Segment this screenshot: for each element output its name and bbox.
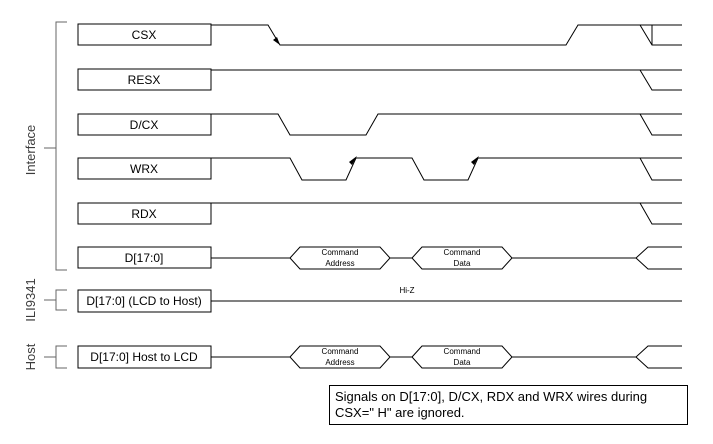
csx-label: CSX	[132, 28, 157, 42]
lcd-to-host-label: D[17:0] (LCD to Host)	[86, 294, 201, 308]
host-to-lcd-label-box: D[17:0] Host to LCD	[77, 345, 212, 369]
resx-label: RESX	[128, 73, 161, 87]
d-bus-address-label: Address	[325, 259, 354, 268]
resx-waveform	[211, 69, 682, 91]
host-group-label: Host	[23, 343, 38, 370]
d-bus-label: D[17:0]	[125, 251, 164, 265]
ignored-signals-note: Signals on D[17:0], D/CX, RDX and WRX wi…	[329, 385, 688, 425]
d-bus-waveform: Command Address Command Data	[211, 246, 682, 270]
d-bus-data-label: Data	[454, 259, 471, 268]
dcx-label: D/CX	[130, 118, 159, 132]
ili9341-group-label: ILI9341	[23, 278, 38, 321]
host-group-bracket	[44, 345, 67, 369]
hiz-label: Hi-Z	[399, 286, 414, 295]
csx-label-box: CSX	[77, 23, 212, 46]
host-command-address	[289, 345, 391, 369]
wrx-waveform	[211, 156, 682, 181]
host-command-label-1: Command	[322, 347, 359, 356]
dcx-label-box: D/CX	[77, 113, 212, 136]
wrx-rising-arrow-2	[471, 156, 479, 165]
host-command-data	[411, 345, 513, 369]
d-bus-command-data	[411, 246, 513, 270]
host-data-label: Data	[454, 358, 471, 367]
host-command-label-2: Command	[444, 347, 481, 356]
lcd-to-host-waveform: Hi-Z	[211, 286, 682, 302]
wrx-label-box: WRX	[77, 157, 212, 180]
wrx-label: WRX	[130, 162, 158, 176]
ili9341-group-bracket	[44, 289, 67, 311]
d-bus-command-label-1: Command	[322, 248, 359, 257]
dcx-waveform	[211, 113, 682, 136]
csx-falling-arrow	[273, 37, 280, 45]
csx-waveform	[211, 24, 682, 46]
wrx-rising-arrow-1	[349, 156, 357, 165]
d-bus-command-address	[289, 246, 391, 270]
rdx-label: RDX	[131, 207, 156, 221]
d-bus-command-label-2: Command	[444, 248, 481, 257]
rdx-label-box: RDX	[77, 202, 212, 225]
host-to-lcd-waveform: Command Address Command Data	[211, 345, 682, 369]
interface-group-label: Interface	[23, 125, 38, 176]
interface-group-bracket	[44, 21, 67, 271]
d-bus-label-box: D[17:0]	[77, 246, 212, 269]
rdx-waveform	[211, 202, 682, 225]
host-address-label: Address	[325, 358, 354, 367]
host-to-lcd-label: D[17:0] Host to LCD	[90, 350, 198, 364]
lcd-to-host-label-box: D[17:0] (LCD to Host)	[77, 289, 212, 313]
resx-label-box: RESX	[77, 68, 212, 91]
